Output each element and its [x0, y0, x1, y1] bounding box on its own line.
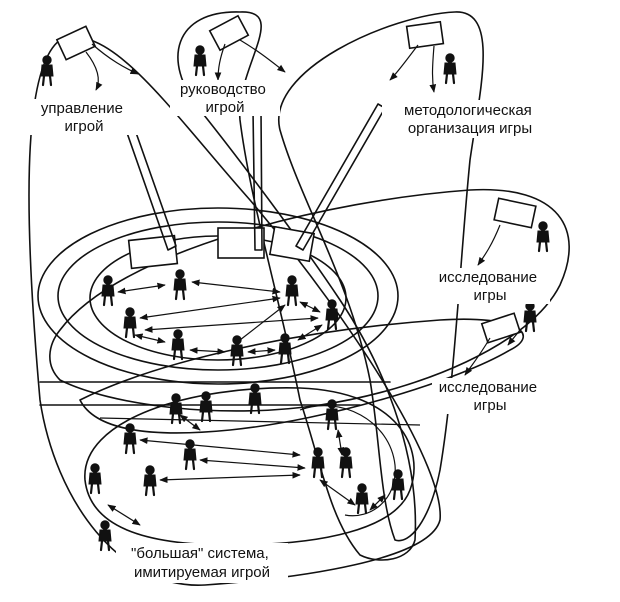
arrow-icon	[389, 44, 419, 81]
arrow-icon	[239, 304, 286, 341]
person-icon	[168, 392, 184, 425]
arrow-icon	[319, 479, 356, 506]
game-field-ellipse-outer	[37, 207, 399, 385]
person-icon	[87, 462, 103, 495]
pointer-bar-management	[125, 126, 177, 251]
sheet-icon	[480, 312, 522, 344]
arrow-icon	[189, 347, 226, 355]
arrow-icon	[239, 39, 286, 73]
person-icon	[97, 519, 113, 552]
arrow-icon	[429, 45, 437, 93]
person-icon	[142, 464, 158, 497]
arrow-icon	[477, 224, 501, 266]
arrow-icon	[134, 333, 166, 344]
person-icon	[229, 334, 245, 367]
label-methodological-organization: методологическая организация игры	[404, 102, 536, 137]
person-icon	[390, 468, 406, 501]
loop-right	[277, 11, 484, 542]
arrow-icon	[85, 51, 103, 91]
field-arrows	[117, 279, 323, 355]
arrow-icon	[179, 414, 201, 431]
arrow-icon	[464, 337, 491, 376]
label-game-leadership: руководство игрой	[180, 81, 270, 116]
person-icon	[354, 482, 370, 515]
person-icon	[100, 274, 116, 307]
label-research-upper: исследование игры	[439, 269, 542, 304]
person-icon	[338, 446, 354, 479]
person-icon	[122, 422, 138, 455]
big-system-ellipse	[84, 387, 415, 546]
arrow-icon	[299, 301, 321, 313]
arrow-icon	[199, 457, 306, 471]
arrow-icon	[369, 494, 386, 511]
sheet-icon	[217, 227, 265, 259]
person-icon	[277, 332, 293, 365]
arrow-icon	[107, 504, 141, 526]
person-icon	[39, 54, 55, 87]
arrow-icon	[191, 279, 281, 295]
arrow-icon	[297, 324, 323, 341]
sheet-icon	[208, 14, 250, 52]
game-field-ellipse-middle	[57, 221, 379, 371]
loop-middle	[177, 11, 417, 561]
arrow-icon	[117, 282, 166, 295]
sheet-icon	[127, 234, 179, 270]
arrow-icon	[335, 429, 345, 456]
arrow-icon	[214, 43, 226, 81]
person-icon	[172, 268, 188, 301]
arrow-icon	[507, 329, 521, 346]
arrow-icon	[139, 295, 281, 321]
loop-left	[28, 36, 441, 586]
separator-lines	[39, 381, 421, 426]
arrow-icon	[159, 471, 301, 484]
separator-line-3	[99, 417, 421, 426]
arrow-icon	[144, 315, 319, 333]
loop-research-lower	[79, 318, 524, 434]
sheet-icon	[55, 25, 97, 61]
labels: управление игрой руководство игрой метод…	[28, 80, 558, 583]
person-icon	[192, 44, 208, 77]
label-big-system: "большая" система, имитируемая игрой	[131, 545, 273, 581]
arrow-icon	[139, 437, 301, 458]
person-icon	[198, 390, 214, 423]
sheets	[55, 14, 537, 344]
pointer-bar-methodology	[295, 103, 386, 251]
person-icon	[170, 328, 186, 361]
person-icon	[442, 52, 458, 85]
person-icon	[324, 298, 340, 331]
label-game-management: управление игрой	[41, 100, 127, 135]
arrow-icon	[247, 347, 276, 355]
system-arrows	[107, 414, 386, 526]
sheet-icon	[268, 225, 316, 263]
person-icon	[182, 438, 198, 471]
arrow-icon	[91, 43, 139, 75]
sheet-icon	[405, 20, 445, 50]
sheet-icon	[493, 197, 537, 229]
arrows	[85, 39, 521, 376]
person-icon	[522, 300, 538, 333]
person-icon	[324, 398, 340, 431]
person-icon	[535, 220, 551, 253]
person-icon	[310, 446, 326, 479]
person-icon	[122, 306, 138, 339]
person-icon	[284, 274, 300, 307]
person-icon	[247, 382, 263, 415]
label-research-lower: исследование игры	[439, 379, 542, 414]
